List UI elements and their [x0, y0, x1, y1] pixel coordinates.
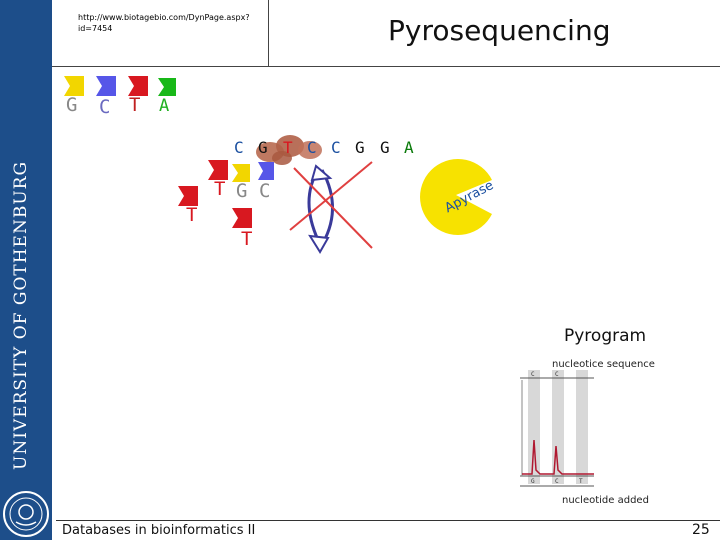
pyrogram-lane-label: C [555, 371, 559, 378]
template-base: G [380, 138, 390, 157]
legend-flag-t [128, 76, 148, 96]
pyrogram-bottom-caption: nucleotide added [562, 495, 649, 506]
incorporated-flags [178, 160, 274, 228]
legend-flag-c [96, 76, 116, 96]
free-nucleotide: T [186, 204, 198, 226]
sidebar-band: UNIVERSITY OF GOTHENBURG [0, 0, 52, 540]
cycle-arrow-icon [307, 164, 334, 254]
footer-rule [56, 520, 720, 521]
legend-letter-g: G [66, 94, 78, 116]
pyrogram-top-caption: nucleotice sequence [552, 359, 655, 370]
incorporated-base: G [236, 180, 248, 202]
template-base: T [283, 138, 293, 157]
source-url[interactable]: http://www.biotagebio.com/DynPage.aspx?i… [78, 13, 250, 33]
template-base: G [258, 138, 268, 157]
slide-title: Pyrosequencing [388, 14, 611, 47]
pyrogram-lane-label: G [531, 478, 535, 485]
template-base: C [234, 138, 244, 157]
legend-flag-g [64, 76, 84, 96]
incorporated-base: T [214, 178, 226, 200]
legend-letter-t: T [129, 94, 141, 116]
template-base: G [355, 138, 365, 157]
free-nucleotide: T [241, 228, 253, 250]
pyrogram-lane-label: C [531, 371, 535, 378]
pyrogram-plot [520, 370, 594, 487]
polymerase-blob [256, 135, 322, 165]
legend-flag-a [158, 78, 176, 96]
legend-letter-c: C [99, 96, 111, 118]
red-cross-icon [289, 161, 373, 249]
header-divider [268, 0, 269, 66]
template-base: A [404, 138, 414, 157]
legend-flags [64, 76, 176, 96]
header-rule [52, 66, 720, 67]
page-number: 25 [692, 522, 710, 538]
pyrogram-lane-label: T [579, 478, 583, 485]
template-base: C [331, 138, 341, 157]
legend-letter-a: A [159, 96, 170, 116]
pyrogram-lane-label: C [555, 478, 559, 485]
university-seal-icon [3, 491, 49, 537]
pyrogram-label: Pyrogram [564, 326, 647, 346]
incorporated-base: C [259, 180, 271, 202]
apyrase-enzyme-icon [420, 159, 492, 236]
course-title: Databases in bioinformatics II [62, 523, 256, 538]
template-base: C [307, 138, 317, 157]
